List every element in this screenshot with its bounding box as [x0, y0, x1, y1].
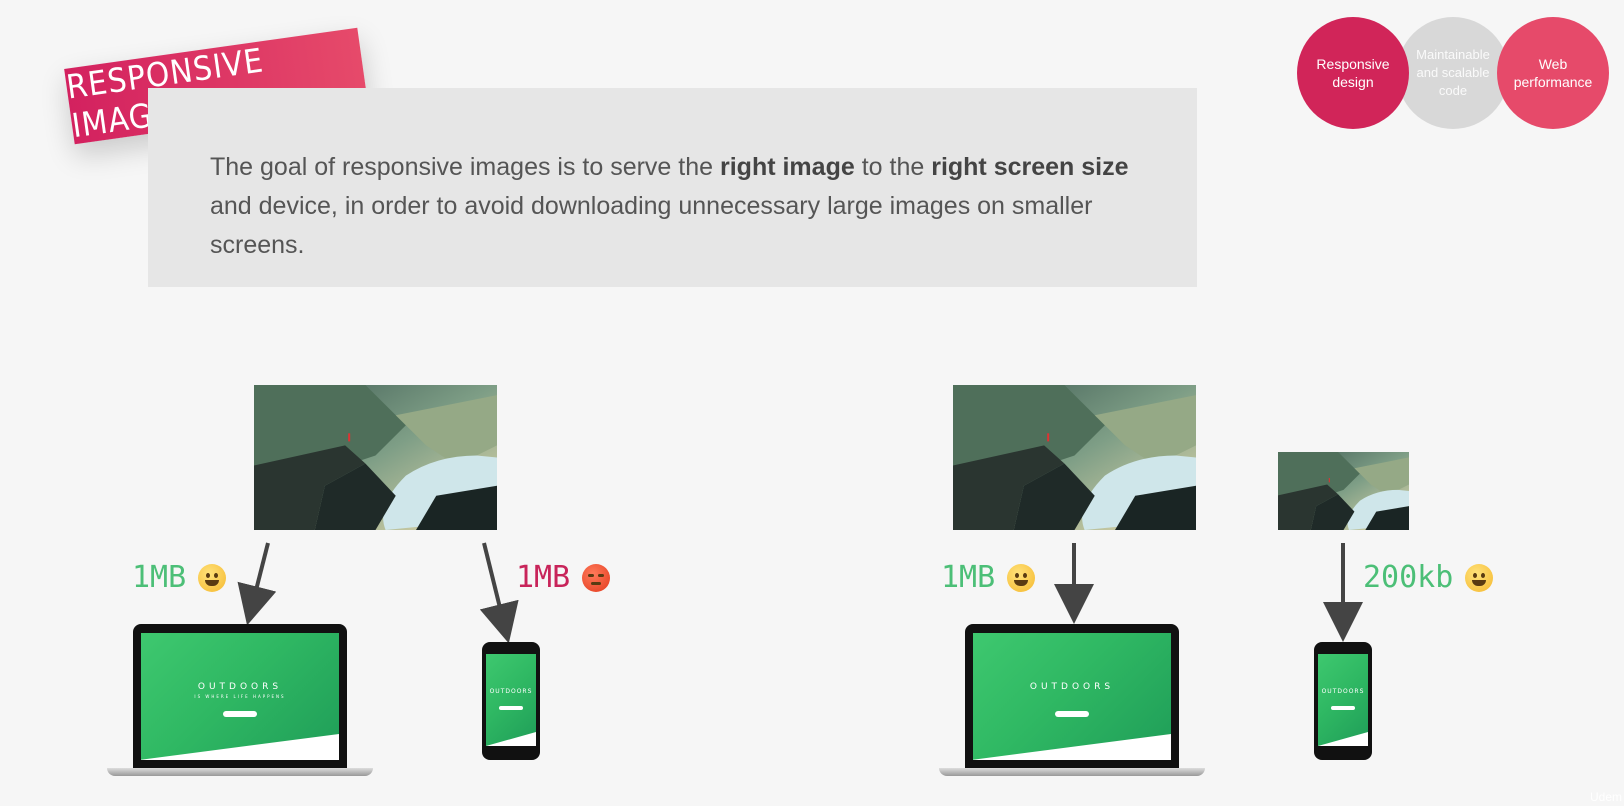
laptop-device-right: OUTDOORS: [939, 624, 1205, 776]
landscape-image-small: [1278, 452, 1409, 530]
topic-maintainable-code: Maintainable and scalable code: [1397, 17, 1509, 129]
label-left-laptop: 1MB: [132, 560, 227, 595]
landscape-image-large: [953, 385, 1196, 530]
phone-device-right: OUTDOORS: [1314, 642, 1372, 760]
laptop-device-left: OUTDOORS IS WHERE LIFE HAPPENS: [107, 624, 373, 776]
size-value: 200kb: [1363, 560, 1454, 595]
topic-label: Responsive design: [1316, 56, 1390, 90]
goal-box: [148, 88, 1197, 287]
size-value: 1MB: [132, 560, 187, 595]
screen-tagline: IS WHERE LIFE HAPPENS: [194, 694, 286, 699]
angry-emoji-icon: [582, 563, 611, 592]
goal-middle: to the: [861, 153, 925, 181]
phone-device-left: OUTDOORS: [482, 642, 540, 760]
happy-emoji-icon: [198, 563, 227, 592]
happy-emoji-icon: [1465, 563, 1494, 592]
goal-bold-right-screen-size: right screen size: [931, 153, 1129, 181]
landscape-image-large: [254, 385, 497, 530]
goal-suffix: and device, in order to avoid downloadin…: [210, 192, 1093, 259]
size-value: 1MB: [516, 560, 571, 595]
size-value: 1MB: [941, 560, 996, 595]
label-right-laptop: 1MB: [941, 560, 1036, 595]
screen-brand: OUTDOORS: [197, 682, 283, 692]
goal-prefix: The goal of responsive images is to serv…: [210, 153, 714, 181]
goal-text: The goal of responsive images is to serv…: [210, 148, 1170, 265]
goal-bold-right-image: right image: [720, 153, 855, 181]
arrow-down-icon: [237, 542, 277, 626]
topic-web-performance: Web performance: [1497, 17, 1609, 129]
happy-emoji-icon: [1007, 563, 1036, 592]
topic-responsive-design: Responsive design: [1297, 17, 1409, 129]
topic-label: Web performance: [1513, 56, 1593, 90]
topic-label: Maintainable and scalable code: [1416, 47, 1490, 98]
label-right-phone: 200kb: [1363, 560, 1494, 595]
watermark: Udem: [1589, 790, 1622, 804]
arrow-down-icon: [479, 542, 519, 644]
label-left-phone: 1MB: [516, 560, 611, 595]
